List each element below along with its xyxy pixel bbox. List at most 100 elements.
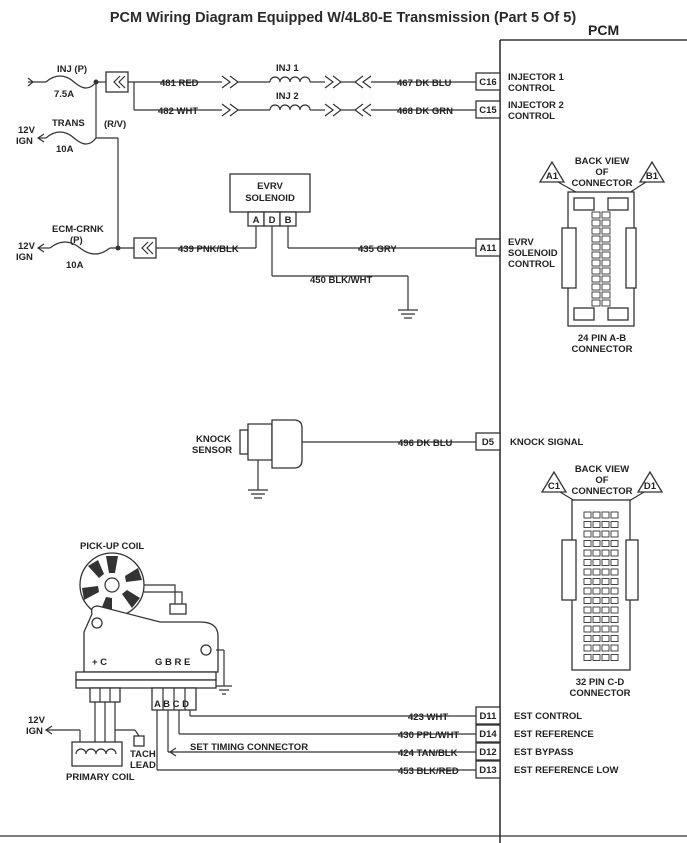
pcm-pin-c16-desc: INJECTOR 1 bbox=[508, 72, 565, 83]
connector-cavity bbox=[592, 654, 601, 661]
connector-ab-connector: CONNECTOR bbox=[571, 178, 632, 189]
connector-cavity bbox=[592, 521, 601, 528]
connector-cd-cavities bbox=[583, 511, 619, 661]
connector-ab-of: OF bbox=[595, 167, 608, 178]
connector-cavity bbox=[583, 530, 592, 538]
connector-cavity bbox=[601, 597, 610, 604]
connector-cavity bbox=[610, 568, 619, 576]
connector-cavity bbox=[583, 549, 592, 557]
connector-cavity bbox=[583, 616, 592, 623]
pcm-pin-d11: D11 EST CONTROL bbox=[475, 706, 582, 725]
module-abcd-label: A B C D bbox=[154, 699, 189, 710]
connector-cavity bbox=[592, 597, 601, 604]
tach-lead-label: LEAD bbox=[130, 760, 156, 771]
connector-cavity bbox=[591, 235, 601, 243]
connector-ab-name: 24 PIN A-B bbox=[578, 333, 626, 344]
inj-fuse-arrow-icon bbox=[27, 77, 34, 87]
inj2-in-arrow-icon bbox=[221, 103, 239, 117]
tach-label: TACH bbox=[130, 749, 156, 760]
connector-cavity bbox=[583, 625, 592, 633]
ign2-ign: IGN bbox=[16, 252, 33, 263]
ecm-fuse-symbol-icon bbox=[49, 241, 111, 255]
pcm-pin-d14-label: D14 bbox=[479, 729, 497, 740]
pcm-pin-d5-box bbox=[475, 432, 501, 451]
pickup-lead-1 bbox=[144, 584, 176, 604]
connector-cavity bbox=[601, 587, 610, 595]
connector-cavity bbox=[610, 625, 619, 633]
ign2-12v: 12V bbox=[18, 241, 36, 252]
wire-453-label: 453 BLK/RED bbox=[398, 766, 459, 777]
connector-cavity bbox=[592, 511, 601, 519]
wire-430-label: 430 PPL/WHT bbox=[398, 730, 459, 741]
connector-ab-latch-tr bbox=[607, 197, 629, 211]
connector-cd-of: OF bbox=[595, 475, 608, 486]
pcm-pin-a11-desc-2: SOLENOID bbox=[508, 248, 558, 259]
set-timing-label: SET TIMING CONNECTOR bbox=[190, 742, 308, 753]
connector-cavity bbox=[583, 597, 592, 604]
evrv-name: EVRV bbox=[257, 181, 283, 192]
connector-ab-cavities bbox=[591, 211, 611, 307]
inj1-pcm-arrow-icon bbox=[354, 75, 372, 89]
connector-cavity bbox=[592, 625, 601, 633]
pcm-label: PCM bbox=[588, 22, 619, 38]
connector-ab-left-tab bbox=[561, 227, 577, 289]
connector-cd-name: 32 PIN C-D bbox=[576, 677, 625, 688]
connector-cavity bbox=[601, 549, 610, 557]
connector-cavity bbox=[610, 635, 619, 642]
connector-cavity bbox=[601, 644, 610, 652]
inj2-coil-icon bbox=[269, 104, 311, 111]
connector-cavity bbox=[601, 275, 611, 283]
pcm-pin-d13-box bbox=[475, 760, 501, 779]
knock-ground-icon bbox=[248, 489, 268, 499]
connector-cavity bbox=[601, 283, 611, 291]
connector-ab-shell bbox=[567, 191, 635, 327]
connector-cavity bbox=[583, 578, 592, 585]
pcm-pin-d5: D5 KNOCK SIGNAL bbox=[475, 432, 584, 451]
pcm-pin-a11-box bbox=[475, 238, 501, 257]
inj-fuse-label: INJ (P) bbox=[57, 64, 87, 75]
connector-cavity bbox=[610, 549, 619, 557]
connector-cavity bbox=[601, 540, 610, 547]
pcm-pin-d12-desc: EST BYPASS bbox=[514, 747, 573, 758]
pcm-pin-d11-box bbox=[475, 706, 501, 725]
connector-cavity bbox=[610, 587, 619, 595]
module-screw-left bbox=[91, 617, 103, 629]
connector-cd-left-tab bbox=[561, 539, 577, 601]
connector-cavity bbox=[583, 540, 592, 547]
knock-sensor-body bbox=[247, 423, 273, 461]
inj-connector-chevron-icon bbox=[113, 75, 126, 89]
connector-cavity bbox=[591, 259, 601, 267]
primary-coil-label: PRIMARY COIL bbox=[66, 772, 135, 783]
connector-ab-right-tab bbox=[625, 227, 637, 289]
connector-cd-d1-marker bbox=[636, 470, 664, 493]
evrv-name-2: SOLENOID bbox=[245, 193, 295, 204]
pcm-pin-d5-label: D5 bbox=[482, 437, 495, 448]
connector-cavity bbox=[610, 521, 619, 528]
knock-name: KNOCK bbox=[196, 434, 231, 445]
connector-cavity bbox=[610, 606, 619, 614]
set-timing-arrow-icon bbox=[168, 747, 177, 757]
connector-cd: BACK VIEW OF CONNECTOR C1 D1 32 PIN C-D … bbox=[540, 464, 664, 699]
connector-cavity bbox=[601, 219, 611, 227]
pcm-pin-d14: D14 EST REFERENCE bbox=[475, 724, 594, 743]
connector-cavity bbox=[591, 275, 601, 283]
connector-ab-latch-tl bbox=[573, 197, 595, 211]
connector-cavity bbox=[592, 559, 601, 566]
connector-cavity bbox=[601, 267, 611, 275]
pcm-pin-d5-desc: KNOCK SIGNAL bbox=[510, 437, 584, 448]
pcm-pin-d14-box bbox=[475, 724, 501, 743]
inj2-pcm-arrow-icon bbox=[354, 103, 372, 117]
connector-cavity bbox=[601, 259, 611, 267]
ecm-splice-dot bbox=[115, 245, 121, 251]
tach-lead-link bbox=[134, 729, 140, 737]
ecm-crnk-p: (P) bbox=[70, 235, 83, 246]
module-plus-c-label: + C bbox=[92, 657, 107, 668]
module-ground-icon bbox=[216, 685, 232, 695]
pcm-pin-c16-desc-2: CONTROL bbox=[508, 83, 555, 94]
connector-cavity bbox=[592, 578, 601, 585]
pickup-coil-hub bbox=[104, 577, 120, 593]
wire-482-label: 482 WHT bbox=[158, 106, 198, 117]
connector-cavity bbox=[601, 578, 610, 585]
connector-cavity bbox=[591, 219, 601, 227]
pcm-pin-a11-desc: EVRV bbox=[508, 237, 534, 248]
